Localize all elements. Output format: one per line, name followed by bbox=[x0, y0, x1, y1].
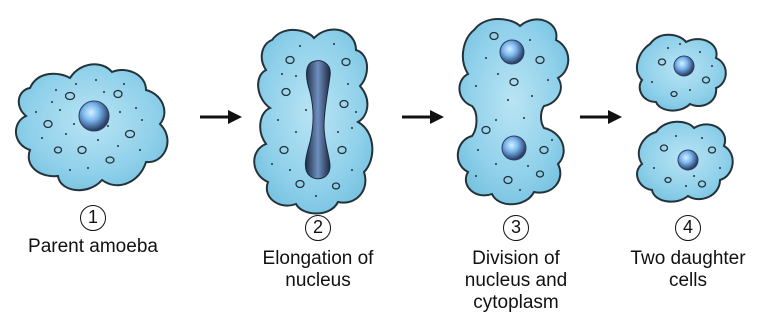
step-number-4: 4 bbox=[675, 215, 701, 241]
step-number-1: 1 bbox=[80, 205, 106, 231]
daughter-nucleus-top bbox=[674, 56, 694, 76]
caption-stage-4-line-2: cells bbox=[600, 270, 760, 292]
caption-stage-3-line-1: Division of bbox=[426, 248, 606, 270]
daughter-nucleus-bottom bbox=[678, 150, 698, 170]
step-number-2: 2 bbox=[305, 215, 331, 241]
arrow-1 bbox=[200, 110, 242, 124]
dividing-nucleus-top bbox=[500, 40, 524, 64]
caption-stage-2-line-1: Elongation of bbox=[228, 248, 408, 270]
caption-stage-3-line-3: cytoplasm bbox=[426, 292, 606, 314]
dividing-nucleus-bottom bbox=[502, 136, 526, 160]
arrow-2 bbox=[402, 110, 444, 124]
caption-stage-3-line-2: nucleus and bbox=[426, 270, 606, 292]
parent-nucleus bbox=[79, 101, 109, 131]
parent-amoeba bbox=[16, 64, 168, 190]
step-number-3: 3 bbox=[503, 215, 529, 241]
caption-stage-4: Two daughter cells bbox=[600, 248, 760, 292]
caption-stage-1-line-1: Parent amoeba bbox=[3, 236, 183, 258]
daughter-cell-top bbox=[637, 35, 726, 111]
arrow-3 bbox=[580, 110, 622, 124]
caption-stage-1: Parent amoeba bbox=[3, 236, 183, 258]
daughter-cell-bottom bbox=[637, 122, 733, 202]
caption-stage-2-line-2: nucleus bbox=[228, 270, 408, 292]
caption-stage-4-line-1: Two daughter bbox=[600, 248, 760, 270]
elongating-amoeba bbox=[254, 29, 372, 213]
dividing-amoeba bbox=[458, 19, 568, 204]
caption-stage-2: Elongation of nucleus bbox=[228, 248, 408, 292]
caption-stage-3: Division of nucleus and cytoplasm bbox=[426, 248, 606, 314]
